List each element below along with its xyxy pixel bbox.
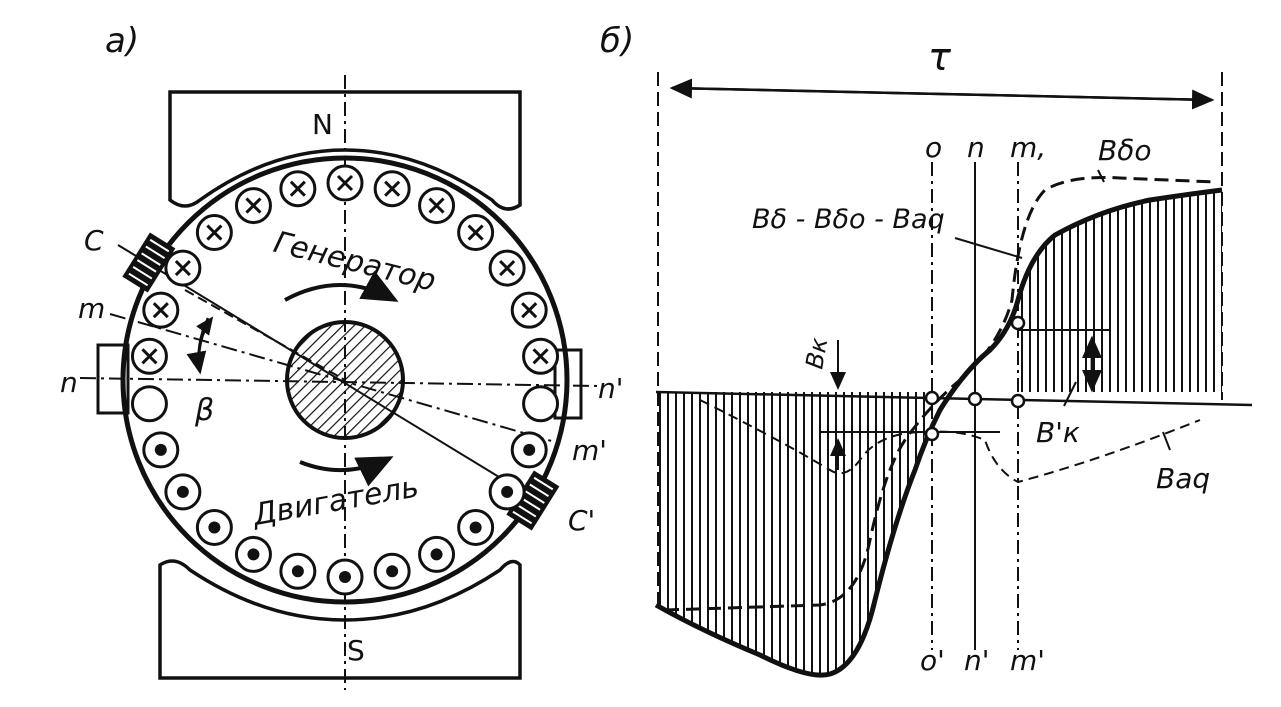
current-out-of-page-icon bbox=[208, 521, 221, 534]
positive-hatched-area bbox=[1021, 190, 1222, 392]
current-into-page-icon bbox=[245, 197, 262, 214]
left-interpole bbox=[96, 343, 130, 415]
current-out-of-page-icon bbox=[430, 548, 443, 561]
conductor-empty bbox=[522, 385, 560, 423]
conductor-ring bbox=[130, 164, 560, 596]
main-pole-field-curve bbox=[664, 176, 1216, 612]
angle-beta-label: β bbox=[194, 393, 214, 428]
current-into-page-icon bbox=[467, 224, 484, 241]
line-o-label: o bbox=[925, 131, 942, 164]
point-n bbox=[967, 391, 983, 407]
resultant-field-curve bbox=[654, 187, 1223, 678]
south-label: S bbox=[347, 634, 365, 667]
bdelta0-leader bbox=[1097, 169, 1105, 183]
current-out-of-page-icon bbox=[501, 485, 514, 498]
current-into-page-icon bbox=[521, 302, 538, 319]
axis-mm bbox=[109, 313, 556, 443]
generator-arrow bbox=[284, 270, 399, 302]
line-m-label: m, bbox=[1010, 131, 1046, 164]
angle-beta-arc-2 bbox=[196, 316, 214, 373]
current-out-of-page-icon bbox=[176, 485, 189, 498]
motor-label: Двигатель bbox=[248, 469, 421, 533]
axis-m-prime-label: m' bbox=[572, 434, 607, 467]
brush-c-prime bbox=[506, 470, 560, 531]
armature-reaction-curve bbox=[699, 399, 1201, 484]
bk-prime-label: B'к bbox=[1036, 416, 1080, 449]
axis-n-label: n bbox=[60, 366, 78, 399]
current-into-page-icon bbox=[289, 180, 306, 197]
bk-prime-leader bbox=[1063, 381, 1077, 407]
point-o-lower bbox=[924, 426, 940, 442]
point-m-upper bbox=[1010, 315, 1026, 331]
current-into-page-icon bbox=[152, 302, 169, 319]
right-interpole bbox=[553, 348, 583, 420]
axis-n-prime-label: n' bbox=[598, 372, 623, 405]
panel-b-label: б) bbox=[600, 21, 634, 61]
angle-ray bbox=[184, 289, 346, 381]
current-into-page-icon bbox=[428, 197, 445, 214]
current-into-page-icon bbox=[206, 224, 223, 241]
baseline-axis bbox=[655, 390, 1253, 407]
current-into-page-icon bbox=[532, 348, 549, 365]
current-out-of-page-icon bbox=[154, 443, 167, 456]
panel-b: б) τ bbox=[600, 21, 1253, 678]
brush-c-label: C bbox=[84, 224, 104, 257]
brush-c bbox=[122, 232, 176, 293]
current-out-of-page-icon bbox=[247, 548, 260, 561]
current-out-of-page-icon bbox=[339, 571, 351, 583]
line-m-prime-label: m' bbox=[1010, 644, 1045, 677]
current-out-of-page-icon bbox=[291, 565, 304, 578]
point-m bbox=[1010, 393, 1026, 409]
baq-label: Baq bbox=[1156, 462, 1210, 495]
tau-dimension-line-back bbox=[669, 78, 1213, 102]
panel-a-label: а) bbox=[105, 21, 139, 61]
current-into-page-icon bbox=[384, 180, 401, 197]
current-into-page-icon bbox=[141, 348, 158, 365]
north-label: N bbox=[312, 108, 333, 141]
line-o-prime-label: o' bbox=[920, 644, 945, 677]
line-n-label: n bbox=[967, 131, 985, 164]
current-out-of-page-icon bbox=[469, 521, 482, 534]
current-out-of-page-icon bbox=[523, 443, 536, 456]
current-into-page-icon bbox=[336, 174, 354, 192]
line-n-prime-label: n' bbox=[964, 644, 989, 677]
conductor-empty bbox=[130, 385, 168, 423]
point-o bbox=[924, 390, 940, 406]
current-into-page-icon bbox=[174, 260, 191, 277]
brush-axis-cc bbox=[117, 244, 546, 506]
brush-c-prime-label: C' bbox=[568, 504, 595, 537]
current-out-of-page-icon bbox=[386, 565, 399, 578]
tau-label: τ bbox=[928, 35, 952, 79]
panel-a: а) N S bbox=[60, 21, 623, 690]
baq-leader bbox=[1162, 431, 1171, 451]
bdelta0-label: Bδо bbox=[1098, 134, 1151, 167]
current-into-page-icon bbox=[499, 260, 516, 277]
formula-leader bbox=[954, 237, 1023, 259]
bk-label: Bк bbox=[800, 335, 833, 371]
south-pole bbox=[158, 559, 522, 680]
motor-arrow bbox=[299, 456, 394, 487]
axis-m-label: m bbox=[78, 292, 105, 325]
formula-label: Bδ - Bδо - Baq bbox=[752, 204, 945, 235]
